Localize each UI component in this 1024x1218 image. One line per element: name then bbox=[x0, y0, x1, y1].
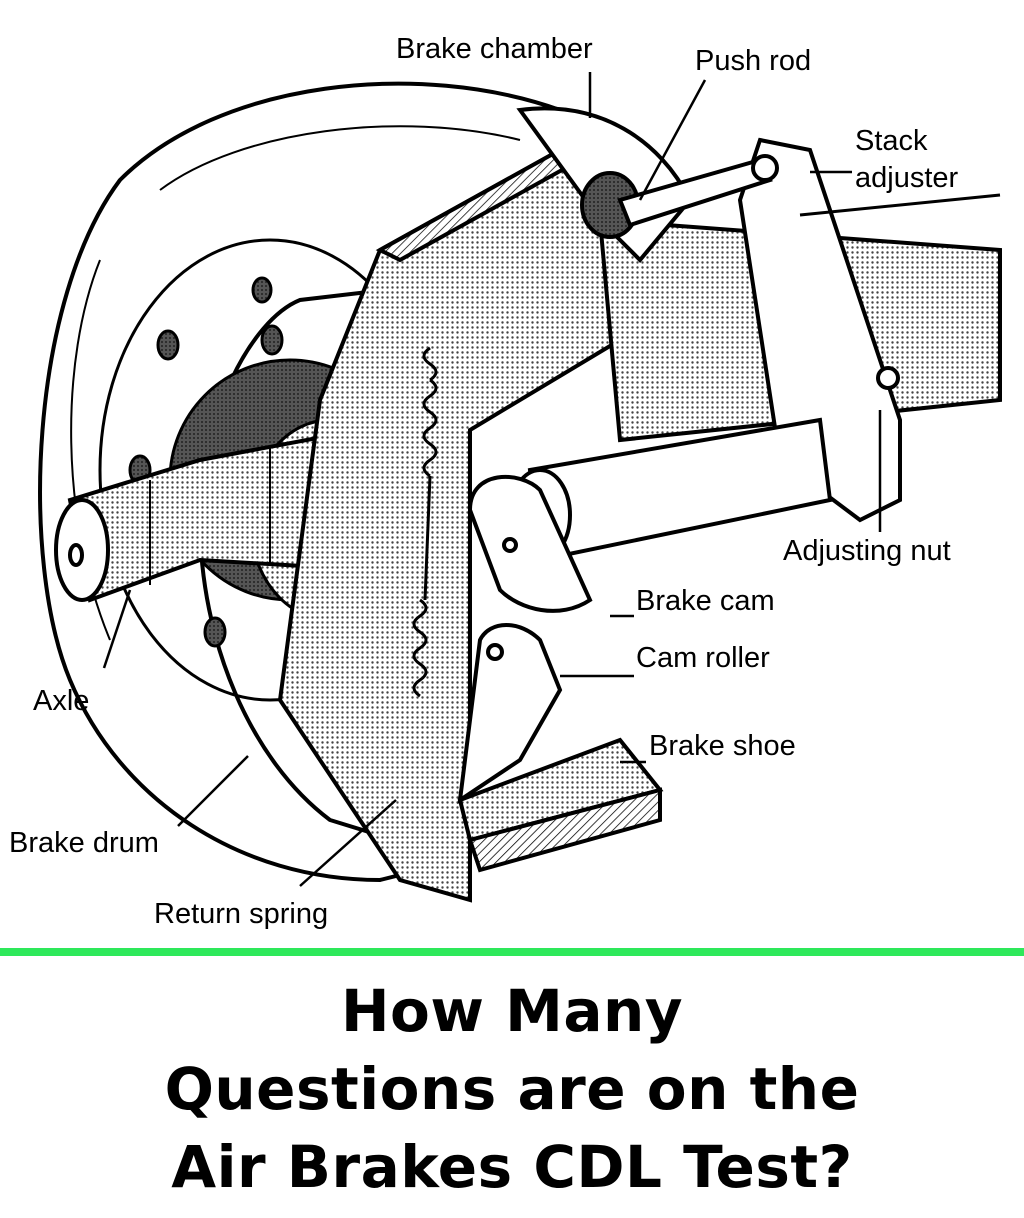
green-divider bbox=[0, 948, 1024, 956]
label-return-spring: Return spring bbox=[154, 898, 329, 930]
headline-line-3: Air Brakes CDL Test? bbox=[171, 1133, 853, 1201]
return-spring bbox=[412, 346, 438, 698]
label-push-rod: Push rod bbox=[695, 45, 812, 77]
label-brake-cam: Brake cam bbox=[636, 585, 775, 617]
label-brake-drum: Brake drum bbox=[9, 827, 159, 859]
label-adjusting-nut: Adjusting nut bbox=[783, 535, 951, 567]
brake-chamber bbox=[516, 106, 693, 263]
headline-line-1: How Many bbox=[340, 977, 684, 1045]
axle bbox=[54, 427, 373, 603]
label-stack-adjuster-line1: Stack bbox=[855, 125, 928, 157]
leader-lines bbox=[102, 72, 882, 887]
brake-assembly-illustration bbox=[38, 72, 1002, 903]
label-stack-adjuster-line2: adjuster bbox=[855, 162, 959, 194]
push-rod bbox=[617, 154, 779, 228]
label-brake-chamber: Brake chamber bbox=[396, 33, 593, 65]
brake-cam bbox=[467, 475, 593, 613]
slack-adjuster bbox=[597, 137, 1002, 523]
label-brake-shoe: Brake shoe bbox=[649, 730, 796, 762]
brake-shoe bbox=[457, 623, 664, 873]
headline: How Many Questions are on the Air Brakes… bbox=[0, 972, 1024, 1206]
label-cam-roller: Cam roller bbox=[636, 642, 770, 674]
label-axle: Axle bbox=[33, 685, 90, 717]
headline-line-2: Questions are on the bbox=[164, 1055, 860, 1123]
